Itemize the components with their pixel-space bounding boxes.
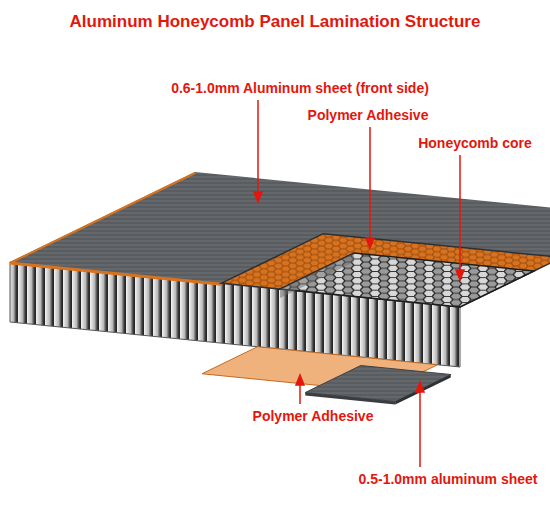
callout-label: Polymer Adhesive [308,107,429,123]
callout-label: Polymer Adhesive [253,408,374,424]
callout-label: 0.6-1.0mm Aluminum sheet (front side) [171,80,429,96]
callout-label: 0.5-1.0mm aluminum sheet [359,471,538,487]
callout-label: Honeycomb core [418,135,532,151]
diagram-title: Aluminum Honeycomb Panel Lamination Stru… [70,12,481,32]
